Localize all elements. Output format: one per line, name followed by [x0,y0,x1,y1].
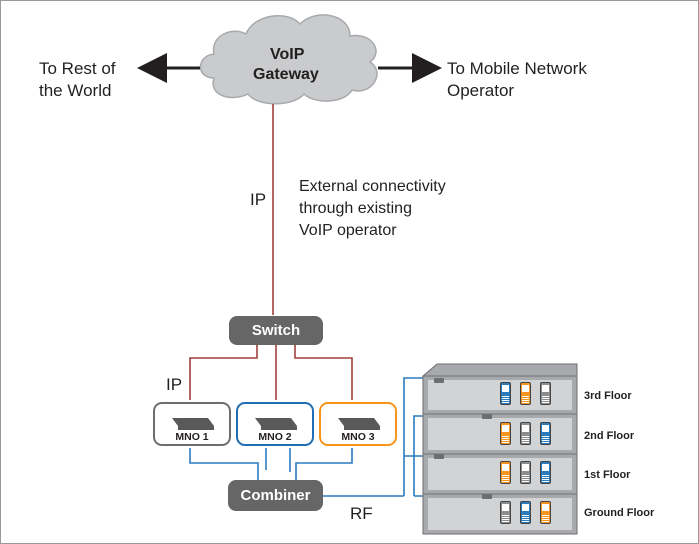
phone-icon [540,422,551,445]
phone-icon [540,501,551,524]
mno-1-label: MNO 1 [175,431,209,443]
floor-label-3rd: 3rd Floor [584,390,632,402]
phone-screen [502,504,509,511]
gateway-label-line1: VoIP [270,46,305,63]
phone-keypad [542,474,549,482]
phone-keypad [502,514,509,522]
phone-screen [522,504,529,511]
switch-label: Switch [251,322,301,339]
phone-icon [520,382,531,405]
mno-to-combiner-links [189,448,353,480]
phone-keypad [522,514,529,522]
phone-keypad [502,474,509,482]
external-connectivity-text: External connectivity through existing V… [299,178,446,239]
phone-keypad [522,435,529,443]
floor-label-1st: 1st Floor [584,469,631,481]
combiner-label: Combiner [240,487,311,504]
phone-screen [522,464,529,471]
phone-keypad [522,474,529,482]
phone-keypad [542,514,549,522]
floor-label-2nd: 2nd Floor [584,430,635,442]
voip-gateway-cloud [199,14,378,105]
ip-top-label: IP [250,190,267,209]
phone-icon [540,382,551,405]
phone-screen [542,464,549,471]
to-mobile-operator-text: To Mobile Network Operator [447,59,587,100]
phone-keypad [542,435,549,443]
combiner-box: Combiner [228,480,323,511]
phone-screen [542,504,549,511]
phone-screen [502,464,509,471]
phone-screen [502,385,509,392]
phone-keypad [502,435,509,443]
floor-antennas [434,378,492,499]
switch-box: Switch [229,316,323,345]
ip-bottom-label: IP [166,375,183,394]
floor-label-ground: Ground Floor [584,507,655,519]
switch-to-mno-links [189,345,353,400]
phone-screen [502,425,509,432]
phone-screen [522,385,529,392]
phone-icon [540,461,551,484]
mno-2-label: MNO 2 [258,431,292,443]
mno-3-label: MNO 3 [341,431,375,443]
phone-screen [522,425,529,432]
to-rest-of-world-text: To Rest of the World [39,59,116,100]
phone-icon [500,422,511,445]
phone-keypad [522,395,529,403]
phone-icon [500,382,511,405]
phone-icon [500,461,511,484]
rf-label: RF [350,504,373,523]
phone-icon [520,422,531,445]
phone-screen [542,385,549,392]
phone-screen [542,425,549,432]
phone-icon [520,501,531,524]
mno-boxes [153,402,397,446]
phone-keypad [502,395,509,403]
phone-keypad [542,395,549,403]
phone-icon [520,461,531,484]
gateway-label-line2: Gateway [253,66,319,83]
phone-icon [500,501,511,524]
